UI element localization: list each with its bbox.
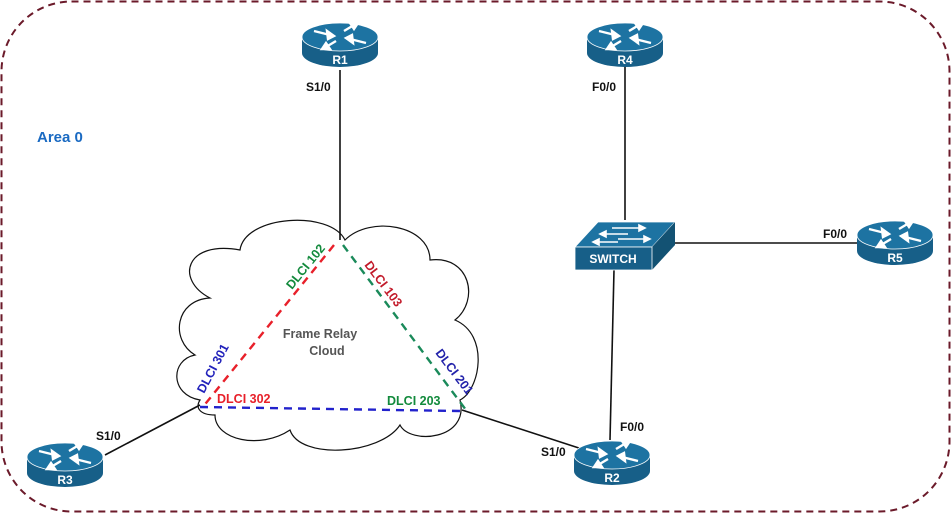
r2-fast-ethernet-interface-label: F0/0	[620, 420, 644, 434]
r2-serial-interface-label: S1/0	[541, 445, 566, 459]
cloud-label-line1: Frame Relay	[283, 327, 357, 341]
link-switch-r2	[609, 269, 615, 441]
pvc-r3-r2	[199, 405, 467, 413]
pvc-r1-r2	[342, 244, 467, 411]
router-r1[interactable]: R1	[300, 21, 380, 69]
r3-interface-label: S1/0	[96, 429, 121, 443]
link-r2-cloud	[461, 409, 586, 451]
dlci-203-label: DLCI 203	[387, 394, 441, 408]
router-r2[interactable]: R2	[572, 439, 652, 487]
router-r3-name: R3	[57, 473, 73, 487]
router-r4-name: R4	[617, 53, 633, 67]
router-r5-name: R5	[887, 251, 903, 265]
r5-interface-label: F0/0	[823, 227, 847, 241]
switch[interactable]: SWITCH	[574, 221, 676, 271]
cloud-label-line2: Cloud	[309, 344, 344, 358]
link-r3-cloud	[104, 404, 201, 456]
dlci-302-label: DLCI 302	[217, 392, 271, 406]
router-r2-name: R2	[604, 471, 620, 485]
router-r5[interactable]: R5	[855, 219, 935, 267]
frame-relay-cloud	[176, 219, 479, 451]
r1-interface-label: S1/0	[306, 80, 331, 94]
router-r4[interactable]: R4	[585, 21, 665, 69]
area-label: Area 0	[37, 129, 83, 146]
switch-name: SWITCH	[589, 252, 636, 266]
r4-interface-label: F0/0	[592, 80, 616, 94]
router-r3[interactable]: R3	[25, 441, 105, 489]
pvc-r1-r3	[201, 244, 335, 409]
router-r1-name: R1	[332, 53, 348, 67]
switch-arrows-icon	[591, 223, 652, 247]
